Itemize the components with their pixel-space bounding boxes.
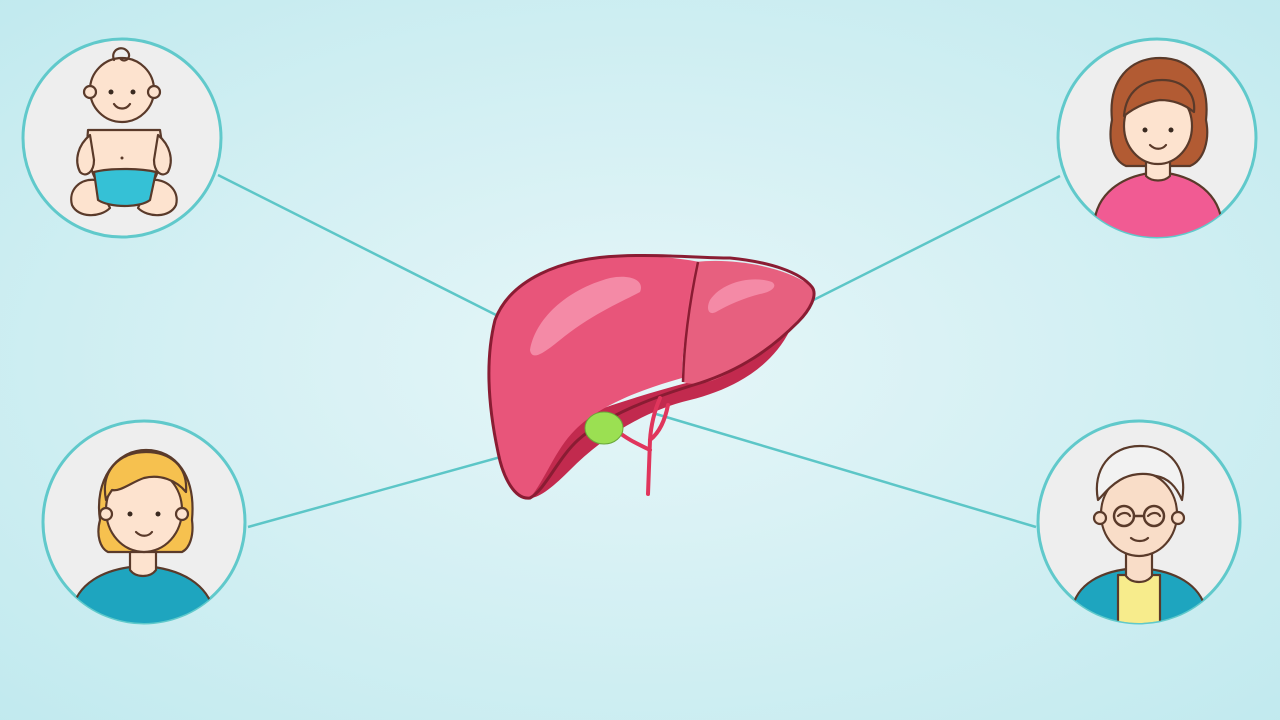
elderly-eye-right — [1146, 511, 1162, 518]
vessel-branch-right — [648, 403, 670, 442]
gallbladder — [584, 411, 624, 445]
young-adult-mouth — [134, 530, 154, 537]
elderly-ear-left — [1092, 510, 1108, 526]
baby-ear-right — [146, 84, 162, 100]
young-adult-eye-right — [155, 511, 161, 517]
connector-elderly — [655, 412, 1037, 529]
young-adult-bangs — [103, 450, 188, 502]
baby-ear-left — [82, 84, 98, 100]
young-adult-ear-right — [174, 506, 190, 522]
woman-eye-right — [1168, 127, 1174, 133]
liver-lobe-divider — [681, 261, 700, 383]
liver-left-lobe — [682, 260, 815, 384]
baby-arm-right — [152, 133, 172, 176]
connector-baby — [217, 173, 503, 320]
young-adult-ear-left — [98, 506, 114, 522]
elderly-shirt — [1116, 573, 1162, 623]
baby-eye-left — [108, 89, 114, 95]
elderly-mouth — [1129, 536, 1150, 543]
baby-navel — [120, 156, 124, 160]
young-adult-eye-left — [127, 511, 133, 517]
baby-head — [88, 56, 156, 124]
elderly-eye-left — [1116, 511, 1132, 518]
baby-eye-right — [130, 89, 136, 95]
liver-outline — [487, 253, 816, 500]
baby-diaper — [92, 167, 158, 208]
baby-curl — [112, 47, 131, 62]
avatar-baby — [21, 37, 223, 239]
elderly-neck — [1124, 550, 1154, 584]
baby-mouth — [112, 102, 132, 110]
liver-right-lobe — [489, 255, 700, 499]
liver-illustration — [487, 253, 816, 500]
baby-arm-left — [76, 133, 96, 176]
woman-mouth — [1148, 143, 1168, 150]
avatar-woman — [1056, 37, 1258, 239]
woman-bangs — [1122, 78, 1196, 118]
avatar-elderly — [1036, 419, 1242, 625]
liver-highlight-small — [708, 279, 775, 314]
liver-highlight-large — [530, 276, 641, 356]
avatar-young-adult — [41, 419, 247, 625]
woman-eye-left — [1142, 127, 1148, 133]
elderly-hair — [1095, 444, 1185, 502]
young-adult-neck — [128, 546, 158, 578]
elderly-ear-right — [1170, 510, 1186, 526]
